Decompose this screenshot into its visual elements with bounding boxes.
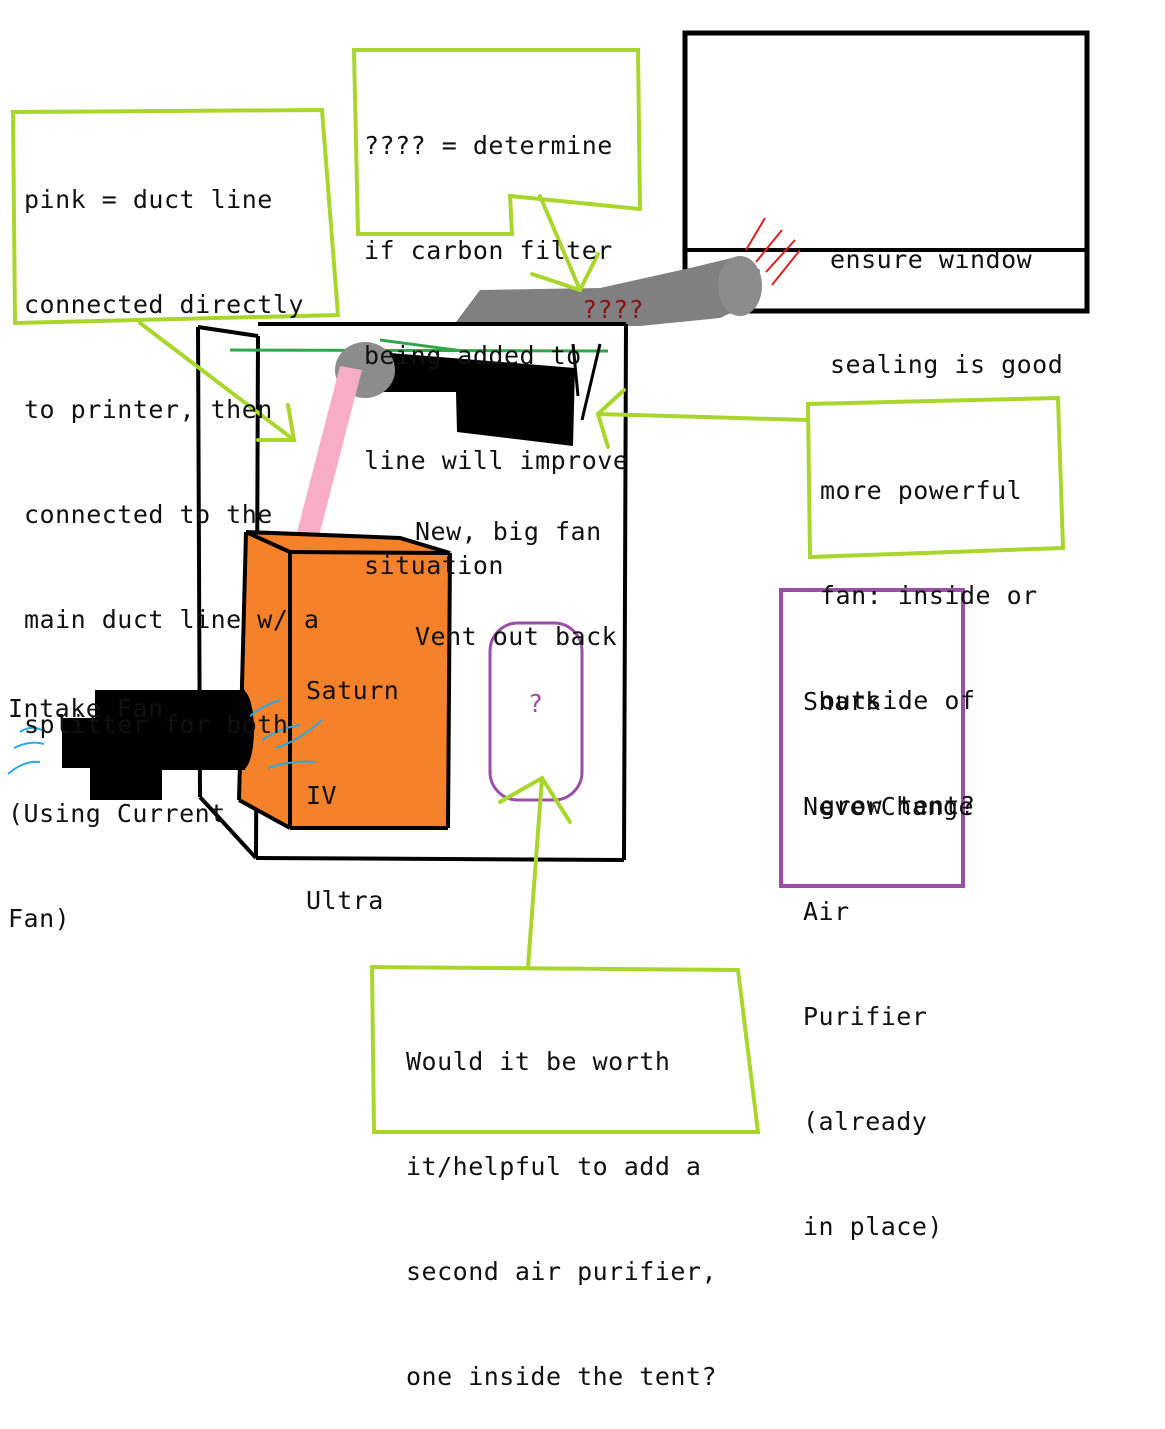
filter-note-text: ???? = determine if carbon filter being … (364, 131, 629, 580)
filter-note-arrowhead (530, 252, 600, 293)
fan-note-box (805, 395, 1066, 560)
exhaust-duct (456, 256, 762, 326)
heat-lines-icon (745, 217, 801, 286)
duct-unknown-label: ???? (582, 295, 645, 324)
purifier-label: Shark NeverChange Air Purifier (already … (803, 687, 975, 1241)
duct-note-box (10, 107, 341, 326)
purifier-outline (779, 588, 965, 888)
purifier-question-pointer (526, 776, 544, 969)
intake-fan-label: Intake Fan (Using Current Fan) (8, 694, 226, 933)
purifier-question-text: Would it be worth it/helpful to add a se… (406, 1047, 718, 1391)
printer-label: Saturn IV Ultra (306, 676, 400, 915)
airflow-lines-icon (7, 699, 323, 775)
duct-note-arrowhead (256, 403, 297, 442)
intake-fan-icon (62, 690, 254, 800)
inner-purifier-label: ? (528, 689, 544, 718)
filter-note-box (351, 48, 643, 236)
window (682, 30, 1090, 314)
purifier-question-arrowhead (498, 775, 572, 824)
new-fan-label: New, big fan Vent out back (415, 517, 618, 651)
diagram-canvas (7, 30, 1090, 1134)
fan-note-arrowhead (595, 388, 626, 449)
printer-duct (296, 366, 362, 540)
duct-note-pointer (138, 321, 296, 442)
window-label: ensure window sealing is good (830, 245, 1064, 379)
purifier-question-box (369, 964, 761, 1134)
fan-note-pointer (596, 412, 810, 422)
duct-note-text: pink = duct line connected directly to p… (24, 185, 320, 739)
filter-note-pointer (538, 194, 582, 292)
fan-note-text: more powerful fan: inside or outside of … (820, 476, 1038, 820)
tent-top-bar (229, 338, 609, 354)
printer (237, 530, 452, 830)
inner-purifier-outline (488, 621, 584, 802)
